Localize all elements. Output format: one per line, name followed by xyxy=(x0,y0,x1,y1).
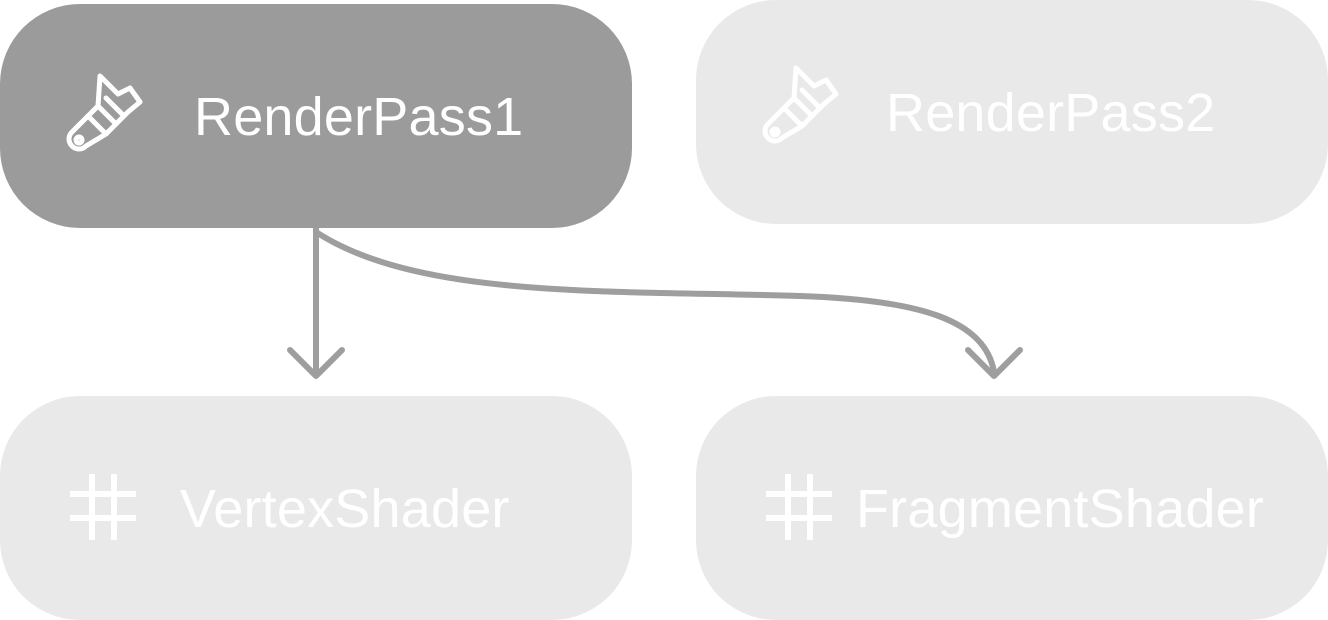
paintbrush-icon xyxy=(762,65,839,144)
node-label: RenderPass1 xyxy=(194,87,524,147)
hash-icon xyxy=(70,474,136,540)
node-fragmentshader[interactable]: FragmentShader xyxy=(696,396,1328,620)
node-label: VertexShader xyxy=(180,479,510,539)
paintbrush-icon xyxy=(66,73,143,152)
edge-rp1-to-fragmentshader xyxy=(313,229,997,375)
node-label: RenderPass2 xyxy=(886,83,1216,143)
node-renderpass2[interactable]: RenderPass2 xyxy=(696,0,1328,224)
hash-icon xyxy=(766,474,832,540)
node-renderpass1[interactable]: RenderPass1 xyxy=(0,4,632,228)
edge-arrowhead-fragmentshader xyxy=(965,347,1023,379)
node-label: FragmentShader xyxy=(856,479,1265,539)
edge-arrowhead-vertexshader xyxy=(287,347,345,379)
node-vertexshader[interactable]: VertexShader xyxy=(0,396,632,620)
